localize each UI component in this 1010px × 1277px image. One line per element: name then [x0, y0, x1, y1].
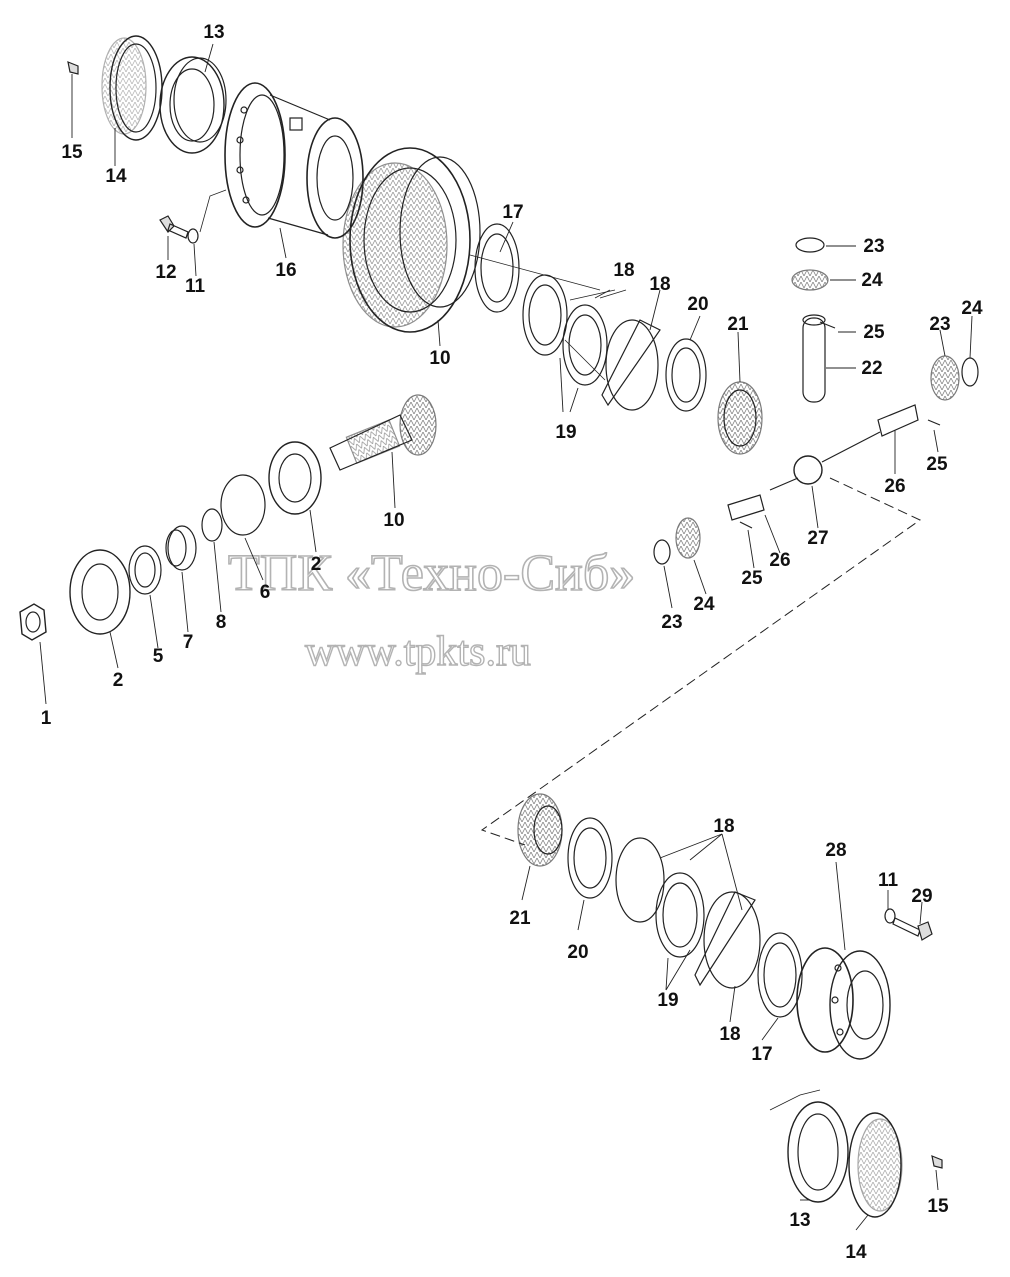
part-number-label: 12	[155, 262, 176, 283]
part-number-label: 18	[649, 274, 670, 295]
part-ring-5	[128, 545, 162, 595]
part-number-label: 19	[555, 422, 576, 443]
watermark-company: ТПК «Техно-Сиб»	[228, 545, 635, 602]
part-pin-26-right	[877, 404, 919, 437]
part-nut-1	[19, 603, 47, 641]
part-number-label: 13	[203, 22, 224, 43]
part-ring-gear	[342, 147, 481, 333]
part-thrust-washer-20-top	[665, 338, 707, 412]
part-number-label: 25	[926, 454, 948, 475]
part-pinion-shaft	[329, 394, 437, 471]
part-spacer-7	[165, 525, 197, 571]
part-number-label: 24	[961, 298, 983, 319]
part-bearing-top	[159, 56, 227, 154]
part-washer-11-bottom	[884, 908, 896, 924]
part-number-label: 13	[789, 1210, 810, 1231]
part-number-label: 28	[825, 840, 846, 861]
part-number-label: 23	[661, 612, 682, 633]
part-bolt-29	[892, 917, 933, 941]
part-number-label: 16	[275, 260, 296, 281]
part-number-label: 6	[260, 582, 271, 603]
part-number-label: 2	[113, 670, 124, 691]
part-number-label: 23	[929, 314, 950, 335]
part-washer-23-right	[961, 357, 979, 387]
part-number-label: 1	[41, 708, 52, 729]
part-number-label: 25	[741, 568, 763, 589]
part-number-label: 23	[863, 236, 884, 257]
part-number-label: 29	[911, 886, 932, 907]
part-number-label: 2	[311, 554, 322, 575]
part-side-gear-21-top	[717, 381, 763, 455]
part-bearing-2-lower	[69, 549, 131, 635]
part-number-label: 27	[807, 528, 828, 549]
watermark-url: www.tpkts.ru	[305, 629, 531, 675]
part-number-label: 24	[861, 270, 883, 291]
part-washer-11-top	[187, 228, 199, 244]
part-washer-23-left	[653, 539, 671, 565]
part-number-label: 10	[383, 510, 404, 531]
part-number-label: 25	[863, 322, 885, 343]
part-number-label: 11	[185, 276, 206, 297]
part-case-half-28	[796, 947, 891, 1060]
part-friction-disc-19-top	[562, 304, 608, 386]
part-friction-disc-18a	[522, 274, 568, 356]
part-screw-15-bottom	[931, 1155, 943, 1169]
part-number-label: 19	[657, 990, 678, 1011]
part-side-gear-21-bottom	[517, 793, 563, 867]
part-friction-disc-18c	[615, 837, 665, 923]
part-number-label: 21	[509, 908, 531, 929]
part-number-label: 20	[687, 294, 708, 315]
part-bearing-bottom	[787, 1101, 849, 1203]
part-differential-case	[224, 82, 364, 239]
part-number-label: 11	[878, 870, 899, 891]
part-lock-ring-bottom	[848, 1112, 903, 1218]
part-number-label: 8	[216, 612, 227, 633]
part-thrust-washer-20-bottom	[567, 817, 613, 899]
part-pin-25a	[819, 321, 836, 329]
part-pinion-24-top	[791, 269, 829, 291]
part-bolt-12	[159, 215, 189, 239]
part-labels: 1315141211161017181820211923242522232425…	[41, 22, 983, 1263]
part-number-label: 7	[183, 632, 194, 653]
part-number-label: 10	[429, 348, 450, 369]
part-number-label: 18	[713, 816, 734, 837]
part-number-label: 14	[105, 166, 127, 187]
part-screw-15-top	[67, 61, 79, 75]
part-washer-23-top	[795, 237, 825, 253]
part-cross-pin-22	[802, 314, 826, 403]
part-thrust-washer-17-top	[474, 223, 520, 313]
part-number-label: 5	[153, 646, 164, 667]
leader-lines	[39, 43, 973, 1231]
part-number-label: 15	[927, 1196, 949, 1217]
part-number-label: 18	[719, 1024, 740, 1045]
part-friction-disc-18d	[694, 891, 761, 989]
part-number-label: 22	[861, 358, 882, 379]
part-friction-disc-19-bottom	[655, 872, 705, 958]
part-ring-6	[220, 474, 266, 536]
part-number-label: 26	[769, 550, 790, 571]
part-number-label: 17	[751, 1044, 772, 1065]
part-number-label: 14	[845, 1242, 867, 1263]
part-number-label: 26	[884, 476, 905, 497]
part-number-label: 17	[502, 202, 523, 223]
part-pinion-24-right	[930, 355, 960, 401]
part-pinion-24-left	[675, 517, 701, 559]
part-friction-disc-18b	[601, 319, 661, 411]
part-thrust-washer-17-bottom	[757, 932, 803, 1018]
part-pin-26-left	[727, 494, 765, 521]
part-ring-8	[201, 508, 223, 542]
assembly-connector-line	[480, 477, 921, 846]
part-bearing-2-upper	[268, 441, 322, 515]
part-spider-27	[769, 431, 881, 491]
part-number-label: 15	[61, 142, 83, 163]
part-number-label: 24	[693, 594, 715, 615]
part-pin-25c	[739, 521, 753, 529]
part-number-label: 20	[567, 942, 588, 963]
part-number-label: 21	[727, 314, 749, 335]
part-pin-25b	[927, 419, 941, 426]
part-lock-ring-top	[101, 35, 163, 141]
part-number-label: 18	[613, 260, 634, 281]
